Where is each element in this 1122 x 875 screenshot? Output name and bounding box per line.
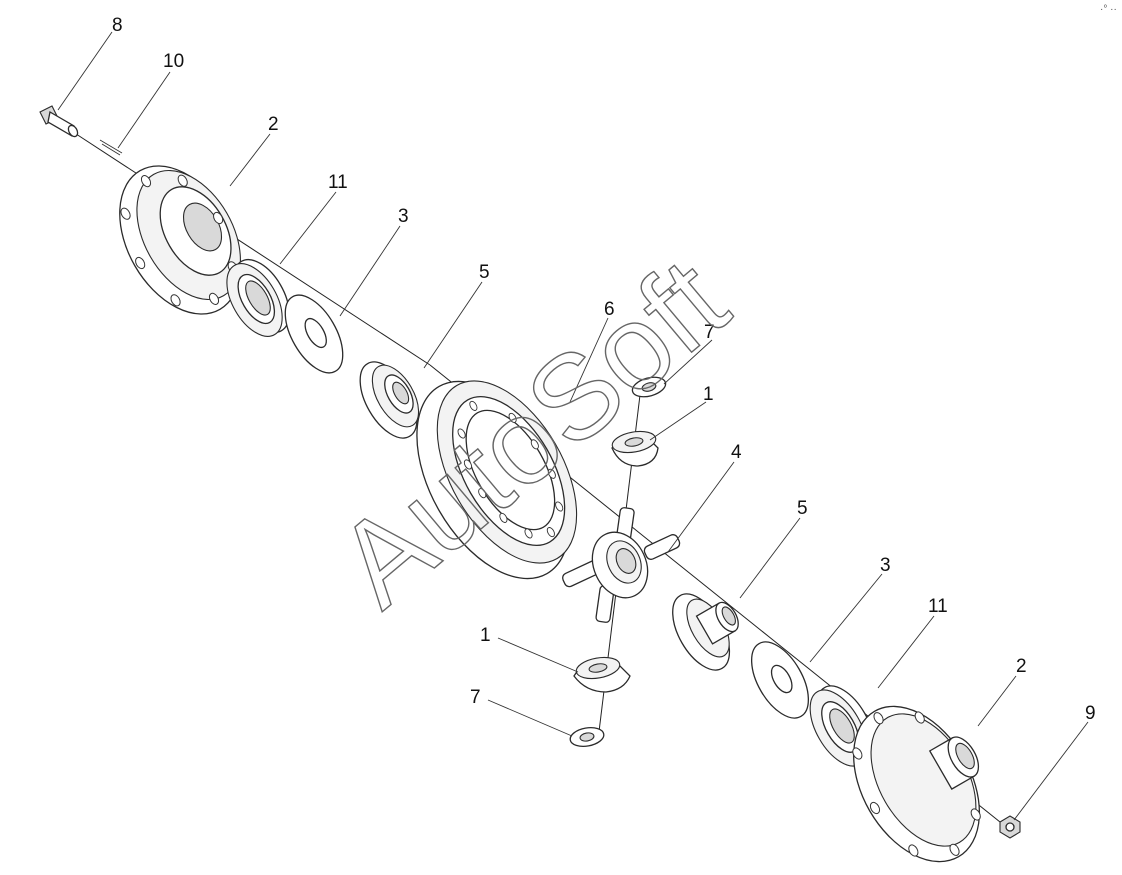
callout-2-upper: 2 — [268, 114, 279, 135]
callout-9: 9 — [1085, 703, 1096, 724]
callout-7-upper: 7 — [704, 322, 715, 343]
callout-11-lower: 11 — [928, 596, 948, 617]
part-2-housing-upper — [119, 165, 241, 315]
callout-8: 8 — [112, 15, 123, 36]
callout-4: 4 — [731, 442, 742, 463]
part-11-bearing-upper — [226, 259, 290, 337]
callout-2-lower: 2 — [1016, 656, 1027, 677]
corner-mark: ·° ·· — [1100, 4, 1117, 15]
callout-1-lower: 1 — [480, 625, 491, 646]
part-1-pinion-upper — [611, 430, 659, 467]
part-7-washer-upper — [631, 376, 667, 398]
part-8-bolt — [39, 105, 79, 138]
part-7-washer-lower — [569, 727, 605, 747]
part-3-washer-upper — [284, 294, 344, 374]
callout-labels: 8 10 2 11 3 5 6 7 1 4 5 3 11 1 7 2 9 — [112, 15, 1096, 724]
part-9-nut — [999, 815, 1021, 839]
callout-6: 6 — [604, 299, 615, 320]
callout-11-upper: 11 — [328, 172, 348, 193]
callout-10: 10 — [163, 51, 184, 72]
part-4-spider — [562, 507, 681, 623]
part-6-ring-gear — [416, 380, 578, 580]
callout-3-lower: 3 — [880, 555, 891, 576]
part-5-side-gear-upper — [359, 361, 420, 439]
callout-5-upper: 5 — [479, 262, 490, 283]
part-10-pin — [99, 139, 123, 156]
leader-lines — [57, 31, 1089, 821]
part-3-washer-lower — [750, 641, 810, 719]
callout-1-upper: 1 — [703, 384, 714, 405]
part-1-pinion-lower — [573, 656, 631, 693]
callout-5-lower: 5 — [797, 498, 808, 519]
callout-7-lower: 7 — [470, 687, 481, 708]
callout-3-upper: 3 — [398, 206, 409, 227]
part-2-housing-lower — [852, 705, 981, 863]
part-5-side-gear-lower — [672, 593, 739, 671]
